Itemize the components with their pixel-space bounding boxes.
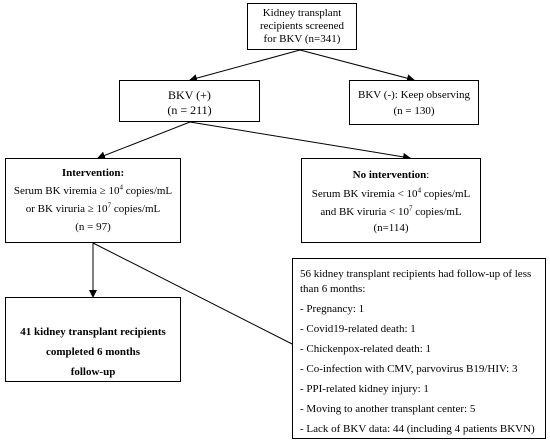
bkv-positive-label: BKV (+) xyxy=(168,88,211,102)
no-intervention-criterion-viruria: and BK viruria < 107 copies/mL xyxy=(320,204,462,218)
no-intervention-title: No intervention: xyxy=(352,169,430,181)
intervention-criterion-viremia: Serum BK viremia ≥ 104 copies/mL xyxy=(13,183,173,197)
arrow-positive-to-intervention xyxy=(97,121,191,160)
arrow-positive-to-no-intervention xyxy=(189,121,411,161)
bkv-positive-box: BKV (+) (n = 211) xyxy=(119,80,260,122)
no-intervention-count: (n=114) xyxy=(373,222,409,234)
short-followup-item: - Co-infection with CMV, parvovirus B19/… xyxy=(300,363,518,375)
no-intervention-criterion-viremia: Serum BK viremia < 104 copies/mL xyxy=(311,186,471,200)
arrow-intervention-to-lost xyxy=(92,242,301,349)
no-intervention-box: No intervention: Serum BK viremia < 104 … xyxy=(301,158,481,243)
completed-line-1: 41 kidney transplant recipients xyxy=(20,326,166,338)
intervention-box: Intervention: Serum BK viremia ≥ 104 cop… xyxy=(5,158,181,243)
short-followup-intro-2: than 6 months: xyxy=(300,283,366,295)
intervention-title: Intervention: xyxy=(61,167,125,179)
completed-line-2: completed 6 months xyxy=(45,346,141,358)
bkv-negative-count: (n = 130) xyxy=(393,105,435,118)
screened-line-1: Kidney transplant xyxy=(262,7,342,19)
completed-followup-box: 41 kidney transplant recipients complete… xyxy=(5,297,181,382)
short-followup-item: - Moving to another transplant center: 5 xyxy=(300,403,476,415)
bkv-positive-count: (n = 211) xyxy=(167,103,212,118)
short-followup-intro-1: 56 kidney transplant recipients had foll… xyxy=(300,268,532,280)
short-followup-item: - Lack of BKV data: 44 (including 4 pati… xyxy=(300,423,535,435)
bkv-negative-box: BKV (-): Keep observing (n = 130) xyxy=(349,80,479,125)
short-followup-box: 56 kidney transplant recipients had foll… xyxy=(292,258,546,439)
short-followup-item: - PPI-related kidney injury: 1 xyxy=(300,383,429,395)
bkv-negative-label: BKV (-): Keep observing xyxy=(358,89,470,101)
arrow-screened-to-negative xyxy=(299,49,415,83)
screened-line-3: for BKV (n=341) xyxy=(263,33,341,46)
arrow-screened-to-positive xyxy=(189,49,301,83)
short-followup-item: - Pregnancy: 1 xyxy=(300,303,365,315)
screened-box: Kidney transplant recipients screened fo… xyxy=(247,3,357,50)
completed-line-3: follow-up xyxy=(70,366,116,378)
intervention-count: (n = 97) xyxy=(75,221,111,233)
screened-line-2: recipients screened xyxy=(260,20,344,33)
short-followup-item: - Covid19-related death: 1 xyxy=(300,323,416,335)
intervention-criterion-viruria: or BK viruria ≥ 107 copies/mL xyxy=(25,201,161,215)
short-followup-item: - Chickenpox-related death: 1 xyxy=(300,343,432,355)
